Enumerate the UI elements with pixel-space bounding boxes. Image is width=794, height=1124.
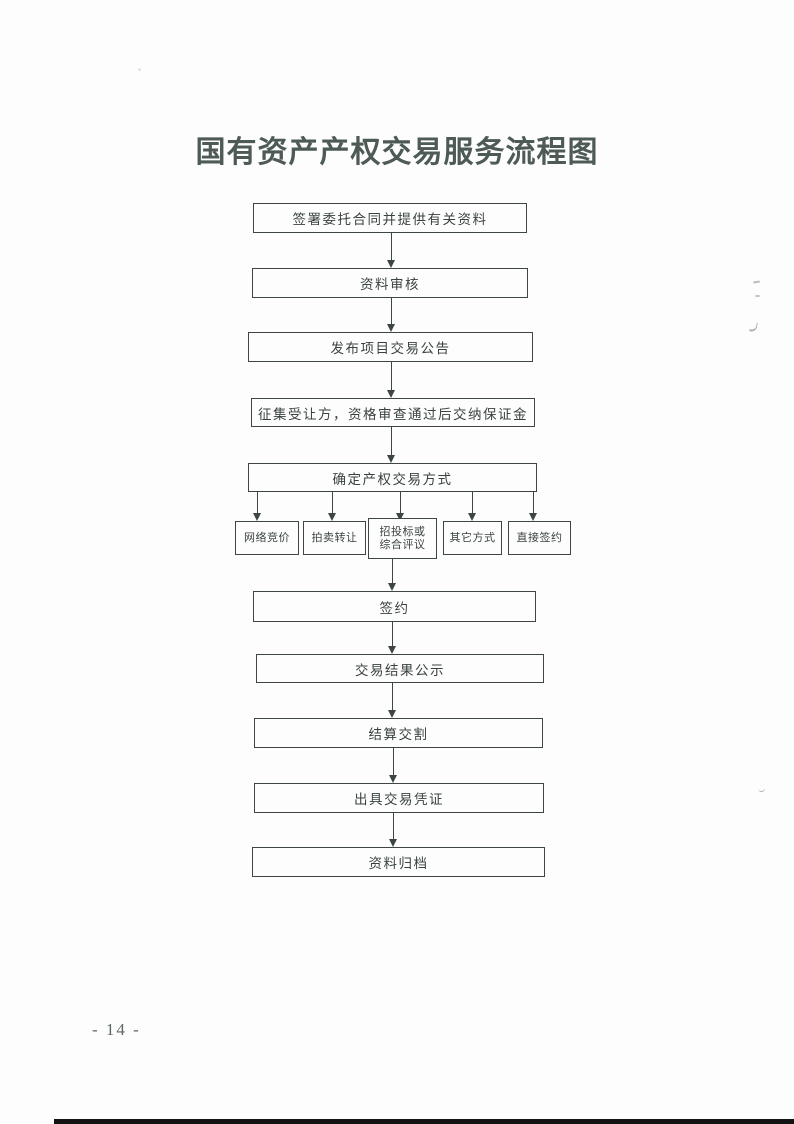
branch-direct-signing: 直接签约: [508, 521, 571, 555]
down-arrow-4: [387, 427, 395, 463]
flow-step-issue-certificate: 出具交易凭证: [254, 783, 544, 813]
scan-speck: [749, 321, 758, 333]
scan-speck: [755, 295, 760, 297]
branch-tender-or-evaluation: 招投标或 综合评议: [368, 518, 437, 559]
down-arrow-7: [388, 683, 396, 718]
flow-step-solicit-transferee: 征集受让方，资格审查通过后交纳保证金: [251, 398, 535, 427]
branch-other-method: 其它方式: [443, 521, 502, 555]
branch-tender-line-2: 综合评议: [379, 538, 426, 551]
scan-edge-strip: [54, 1119, 794, 1124]
flow-step-sign-contract: 签约: [253, 591, 536, 622]
flow-step-settlement-delivery: 结算交割: [254, 718, 543, 748]
scan-speck: [752, 280, 761, 284]
flow-step-publish-announcement: 发布项目交易公告: [248, 332, 533, 362]
flow-step-result-publicity: 交易结果公示: [256, 654, 544, 683]
scan-speck: [138, 68, 141, 71]
flow-step-material-review: 资料审核: [252, 268, 528, 298]
flow-step-sign-entrust-contract: 签署委托合同并提供有关资料: [253, 203, 527, 233]
branch-online-bidding: 网络竞价: [235, 521, 299, 555]
down-arrow-1: [387, 233, 395, 268]
page-title: 国有资产产权交易服务流程图: [195, 136, 599, 169]
branch-auction-transfer: 拍卖转让: [303, 521, 366, 555]
branch-tender-line-1: 招投标或: [379, 525, 426, 538]
branch-arrow-4: [468, 492, 476, 521]
down-arrow-9: [389, 813, 397, 847]
branch-arrow-3: [396, 492, 404, 521]
branch-arrow-2: [328, 492, 336, 521]
flow-step-archive: 资料归档: [252, 847, 545, 877]
scan-speck: [757, 784, 766, 793]
down-arrow-6: [388, 622, 396, 654]
page-number: - 14 -: [92, 1020, 141, 1039]
branch-arrow-1: [253, 492, 261, 521]
down-arrow-2: [387, 298, 395, 332]
branch-arrow-5: [529, 492, 537, 521]
down-arrow-8: [389, 748, 397, 783]
flow-step-determine-method: 确定产权交易方式: [248, 463, 537, 492]
down-arrow-3: [387, 362, 395, 398]
down-arrow-5: [388, 559, 396, 591]
